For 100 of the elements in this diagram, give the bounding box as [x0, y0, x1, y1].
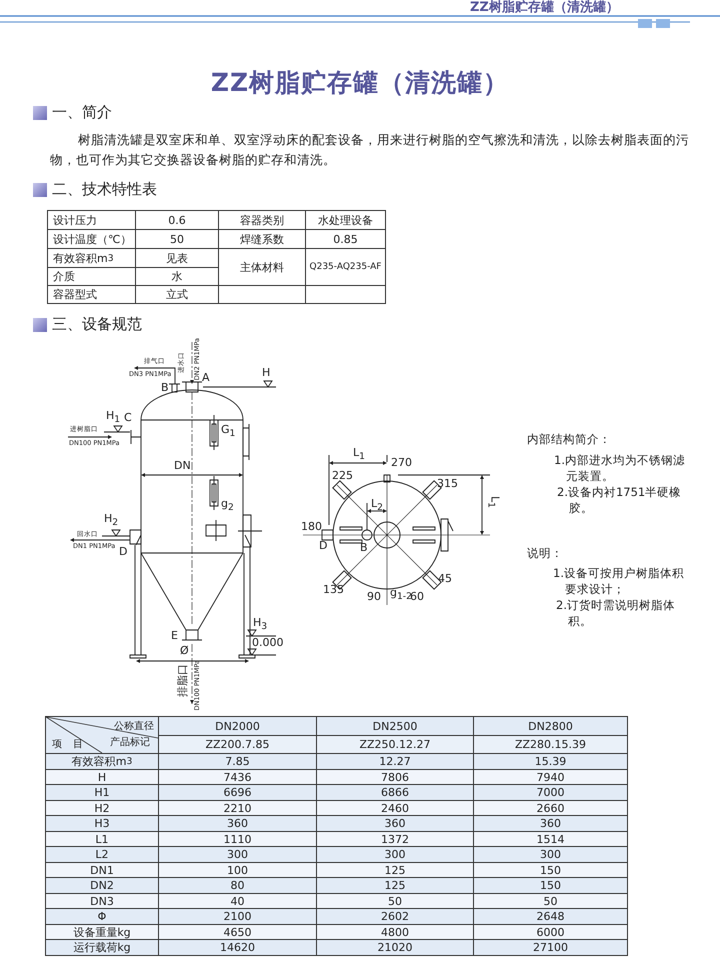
table-cell: 125: [316, 862, 474, 878]
angle-label: 60: [410, 591, 424, 604]
table-cell: 6866: [316, 784, 474, 801]
angle-label: 270: [391, 457, 412, 470]
table-cell: DN2500: [316, 716, 474, 736]
section-heading: 一、简介: [52, 104, 112, 122]
level-label: H$_{1}$: [106, 410, 120, 426]
nozzle-label: B: [360, 542, 368, 555]
table-cell: H1: [45, 784, 159, 801]
table-cell: 2602: [316, 908, 474, 925]
table-cell: 125: [316, 877, 474, 894]
table-cell: 360: [316, 815, 474, 832]
note-item: 2.设备内衬1751半硬橡胶。: [557, 484, 682, 516]
table-cell: 4800: [316, 924, 474, 940]
dimension-label: L$_{2}$: [371, 498, 383, 514]
angle-label: 315: [437, 478, 458, 491]
port-label: 排脂口: [177, 664, 190, 697]
table-cell: 15.39: [473, 753, 628, 770]
header-text: 公称直径: [114, 720, 154, 733]
table-cell: 6696: [158, 784, 317, 801]
level-label: H: [262, 367, 270, 380]
table-cell: 21020: [316, 939, 474, 956]
table-cell: DN3: [45, 893, 159, 909]
dimension-label: L$_{1}$: [353, 447, 365, 463]
sight-glass-label: G$_{1}$: [221, 424, 236, 440]
table-cell: 300: [473, 846, 628, 863]
table-cell: DN2800: [473, 716, 628, 736]
table-cell: 设计压力: [47, 210, 136, 230]
table-cell: 12.27: [316, 753, 474, 770]
table-cell: 7436: [158, 769, 317, 785]
dimension-label: Ø: [180, 645, 189, 658]
note-item: 2.订货时需说明树脂体积。: [556, 597, 676, 629]
table-cell: 300: [158, 846, 317, 863]
table-cell: 7000: [473, 784, 628, 801]
nozzle-label: A: [202, 372, 210, 385]
angle-label: 225: [332, 470, 353, 483]
table-cell: 容器型式: [47, 285, 136, 304]
table-cell: 300: [316, 846, 474, 863]
table-cell: 27100: [473, 939, 628, 956]
nozzle-label: C: [124, 412, 132, 425]
level-label: H$_{2}$: [104, 513, 118, 529]
table-cell: 1514: [473, 831, 628, 847]
section-heading: 二、技术特性表: [52, 181, 157, 198]
table-cell: DN1: [45, 862, 159, 878]
angle-label: 90: [367, 591, 381, 604]
nozzle-label: D: [319, 540, 328, 553]
sight-glass-label: g$_{2}$: [221, 498, 234, 514]
level-label: H$_{3}$: [253, 617, 268, 633]
sight-glass-label: g$_{1-2}$: [390, 587, 412, 603]
table-cell: ZZ250.12.27: [316, 735, 474, 754]
angle-label: 45: [438, 573, 452, 586]
table-cell: L2: [45, 846, 159, 863]
page-title: ZZ树脂贮存罐（清洗罐）: [210, 67, 510, 99]
table-cell: 2210: [158, 800, 317, 816]
note-heading: 内部结构简介：: [527, 431, 611, 447]
table-cell: 2460: [316, 800, 474, 816]
nozzle-label: D: [119, 546, 128, 559]
header-text: 项 目: [52, 738, 88, 751]
dimension-label: DN: [174, 460, 191, 473]
header-text: 产品标记: [110, 736, 150, 749]
table-cell: 50: [473, 893, 628, 909]
table-cell: 150: [473, 862, 628, 878]
intro-paragraph: 树脂清洗罐是双室床和单、双室浮动床的配套设备，用来进行树脂的空气擦洗和清洗，以除去树脂表面的污物，也可作为其它交换器设备树脂的贮存和清洗。: [50, 131, 690, 169]
table-cell: 水处理设备: [305, 210, 386, 230]
note-item: 1.内部进水均为不锈钢滤元装置。: [554, 452, 686, 484]
table-cell: ZZ280.15.39: [473, 735, 628, 754]
table-cell: 14620: [158, 939, 317, 956]
table-cell: 40: [158, 893, 317, 909]
table-cell: 2100: [158, 908, 317, 925]
table-cell: 2648: [473, 908, 628, 925]
level-label: 0.000: [252, 637, 284, 650]
table-cell: H2: [45, 800, 159, 816]
table-cell: 100: [158, 862, 317, 878]
section-heading: 三、设备规范: [52, 316, 142, 334]
table-cell: 4650: [158, 924, 317, 940]
table-cell: DN2000: [158, 716, 317, 736]
table-cell: Φ: [45, 908, 159, 925]
table-cell: 7.85: [158, 753, 317, 770]
table-cell: H3: [45, 815, 159, 832]
angle-label: 135: [323, 584, 344, 597]
table-cell: DN2: [45, 877, 159, 894]
table-cell: 150: [473, 877, 628, 894]
angle-label: 180: [301, 521, 322, 534]
table-cell: 360: [473, 815, 628, 832]
note-heading: 说明：: [527, 545, 563, 561]
nozzle-label: E: [171, 630, 178, 643]
table-cell: ZZ200.7.85: [158, 735, 317, 754]
table-cell: L1: [45, 831, 159, 847]
table-cell: 360: [158, 815, 317, 832]
table-cell: 1372: [316, 831, 474, 847]
table-cell: 6000: [473, 924, 628, 940]
table-cell: 2660: [473, 800, 628, 816]
table-cell: 80: [158, 877, 317, 894]
table-cell: 运行载荷kg: [45, 939, 159, 956]
table-cell: H: [45, 769, 159, 785]
running-header: ZZ树脂贮存罐（清洗罐）: [470, 1, 619, 16]
table-cell: 7940: [473, 769, 628, 785]
table-cell: 7806: [316, 769, 474, 785]
table-cell: 设备重量kg: [45, 924, 159, 940]
note-item: 1.设备可按用户树脂体积要求设计；: [553, 565, 685, 597]
